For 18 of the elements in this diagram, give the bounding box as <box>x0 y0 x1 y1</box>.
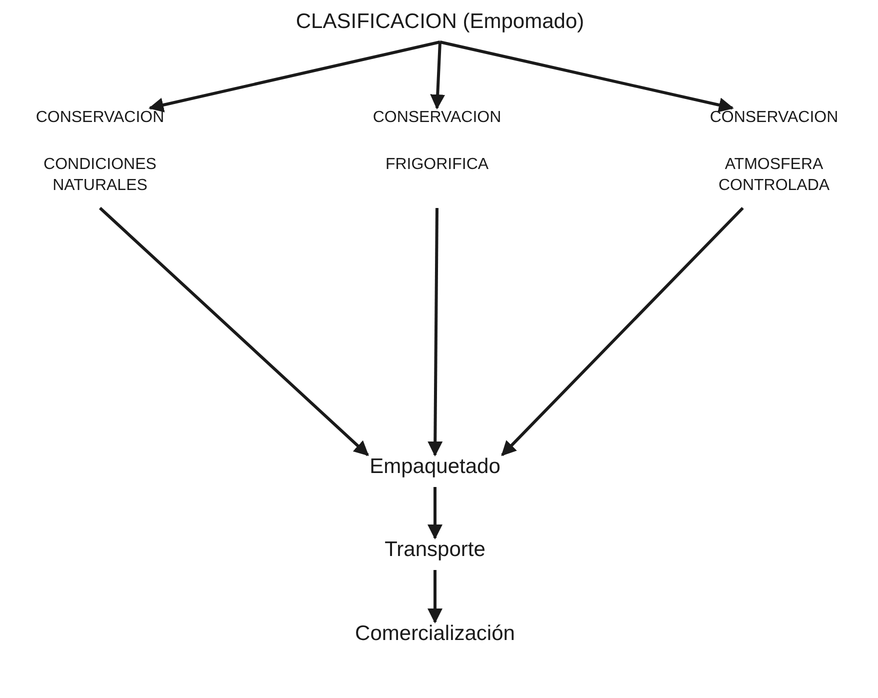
step-detail: CONDICIONES NATURALES <box>42 154 158 196</box>
step-detail: ATMOSFERA CONTROLADA <box>717 154 831 196</box>
step-label: CLASIFICACION (Empomado) <box>296 10 584 34</box>
arrow <box>428 570 442 624</box>
arrow <box>148 40 440 112</box>
arrow <box>428 208 443 456</box>
step-label: CONSERVACION <box>710 108 838 128</box>
step-label: CONSERVACION <box>36 108 164 128</box>
step-label: CONSERVACION <box>372 108 502 128</box>
arrow <box>98 206 369 456</box>
arrow <box>501 206 744 456</box>
arrow <box>440 40 734 112</box>
arrow <box>428 487 442 540</box>
step-label: Transporte <box>384 538 486 562</box>
step-detail: FRIGORIFICA <box>385 154 489 175</box>
arrow <box>430 42 446 110</box>
step-label: Empaquetado <box>370 455 500 479</box>
step-label: Comercialización <box>355 622 515 646</box>
